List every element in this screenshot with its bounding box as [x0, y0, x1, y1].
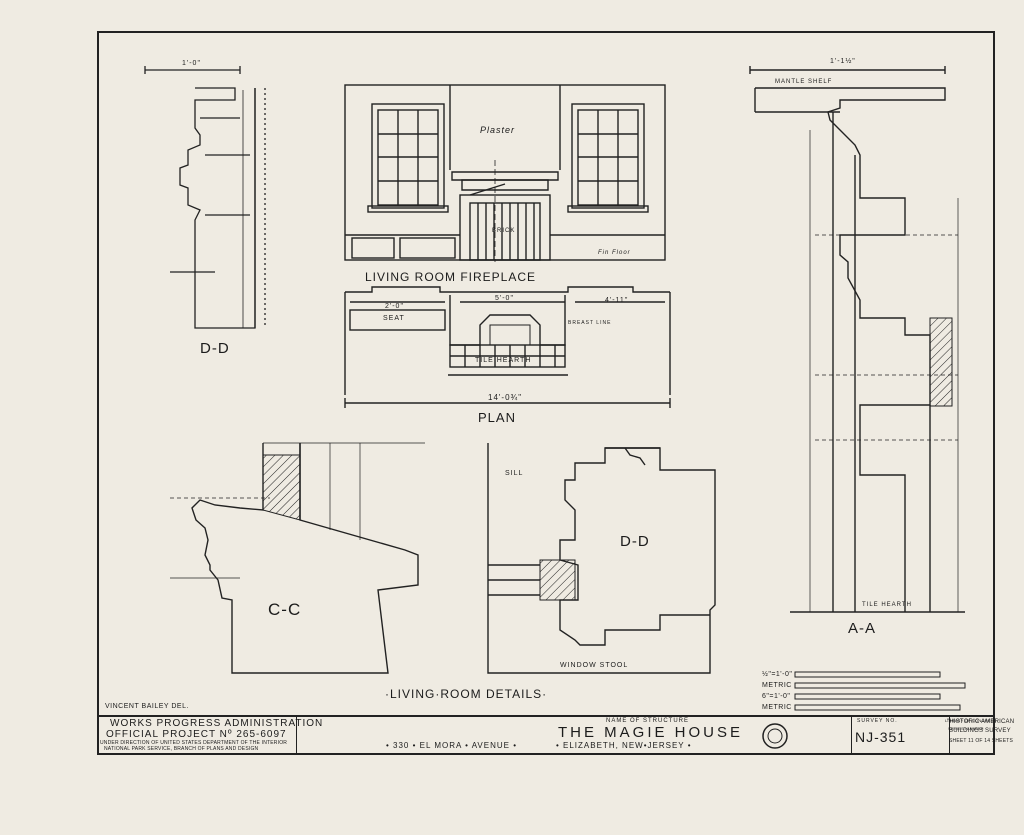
- dim-plan-b: 5'-0": [495, 295, 514, 302]
- window-stool-label: Window Stool: [560, 662, 629, 669]
- fin-floor-label: Fin Floor: [598, 250, 631, 256]
- scale-row1: ½"=1'-0": [762, 671, 793, 678]
- cc-section: [170, 442, 425, 674]
- survey-caption: Survey No.: [857, 718, 898, 724]
- plan-title: Plan: [478, 410, 516, 425]
- mantle-shelf-label: Mantle Shelf: [775, 79, 833, 85]
- dim-plan-total: 14'-0¾": [488, 393, 523, 402]
- loc-line1: Library of Congress: [945, 718, 997, 723]
- agency-name: Works Progress Administration: [110, 718, 324, 729]
- delineator-label: Vincent Bailey Del.: [105, 703, 189, 710]
- dim-plan-c: 4'-11": [605, 297, 629, 304]
- sill-label: Sill: [505, 470, 524, 477]
- dim-dd-top: 1'-0": [182, 60, 201, 67]
- habs-line1: "Historic American: [947, 719, 1015, 725]
- cc-label: C-C: [268, 600, 302, 619]
- loc-line2: Series Number: [948, 726, 984, 731]
- db-window-section: [487, 443, 716, 674]
- survey-number: NJ-351: [855, 729, 907, 745]
- fireplace-plan: [344, 286, 671, 408]
- fireplace-elevation: [344, 84, 666, 262]
- scale-row2: Metric: [762, 682, 792, 689]
- habs-cell: "Historic American Buildings Survey Shee…: [947, 717, 1014, 755]
- dd-profile-detail: [144, 66, 266, 329]
- tile-hearth-plan-label: Tile Hearth: [475, 357, 532, 364]
- aa-section: [749, 66, 965, 613]
- aa-label: A-A: [848, 620, 877, 637]
- habs-seal-icon: [762, 723, 788, 749]
- dept-line2: National Park Service, Branch of Plans a…: [104, 746, 259, 752]
- city-text: • Elizabeth, New•Jersey •: [556, 741, 692, 750]
- dept-line1: Under Direction of United States Departm…: [100, 740, 288, 746]
- fireplace-title: Living Room Fireplace: [365, 270, 537, 284]
- plaster-label: Plaster: [480, 125, 516, 135]
- survey-cell: Survey No. NJ-351: [851, 717, 950, 755]
- habs-line2: Buildings Survey: [949, 728, 1011, 734]
- scale-row3: 6"=1'-0": [762, 693, 791, 700]
- project-number: Official Project Nº 265-6097: [106, 729, 287, 740]
- structure-cell: Name of Structure The Magie House • 330 …: [296, 717, 852, 755]
- seat-label: Seat: [383, 315, 405, 322]
- scale-row4: Metric: [762, 704, 792, 711]
- structure-name: The Magie House: [558, 724, 744, 741]
- name-caption: Name of Structure: [606, 718, 689, 724]
- address-text: • 330 • El Mora • Avenue •: [386, 741, 518, 750]
- dim-plan-a: 2'-0": [385, 303, 404, 310]
- title-block: Works Progress Administration Official P…: [98, 715, 1014, 755]
- details-title: ·Living·Room Details·: [385, 687, 548, 701]
- breast-line-label: Breast line: [568, 320, 612, 326]
- sheet-number: Sheet 11 of 14 Sheets: [949, 738, 1014, 744]
- dim-aa-top: 1'-1½": [830, 58, 856, 65]
- brick-label: Brick: [492, 228, 516, 234]
- tile-hearth-aa-label: Tile Hearth: [862, 602, 912, 608]
- scale-bars: [794, 671, 966, 711]
- dd-top-label: D-D: [200, 340, 230, 357]
- db-label: D-D: [620, 533, 650, 550]
- agency-cell: Works Progress Administration Official P…: [98, 717, 322, 755]
- sheet-border: [97, 31, 995, 755]
